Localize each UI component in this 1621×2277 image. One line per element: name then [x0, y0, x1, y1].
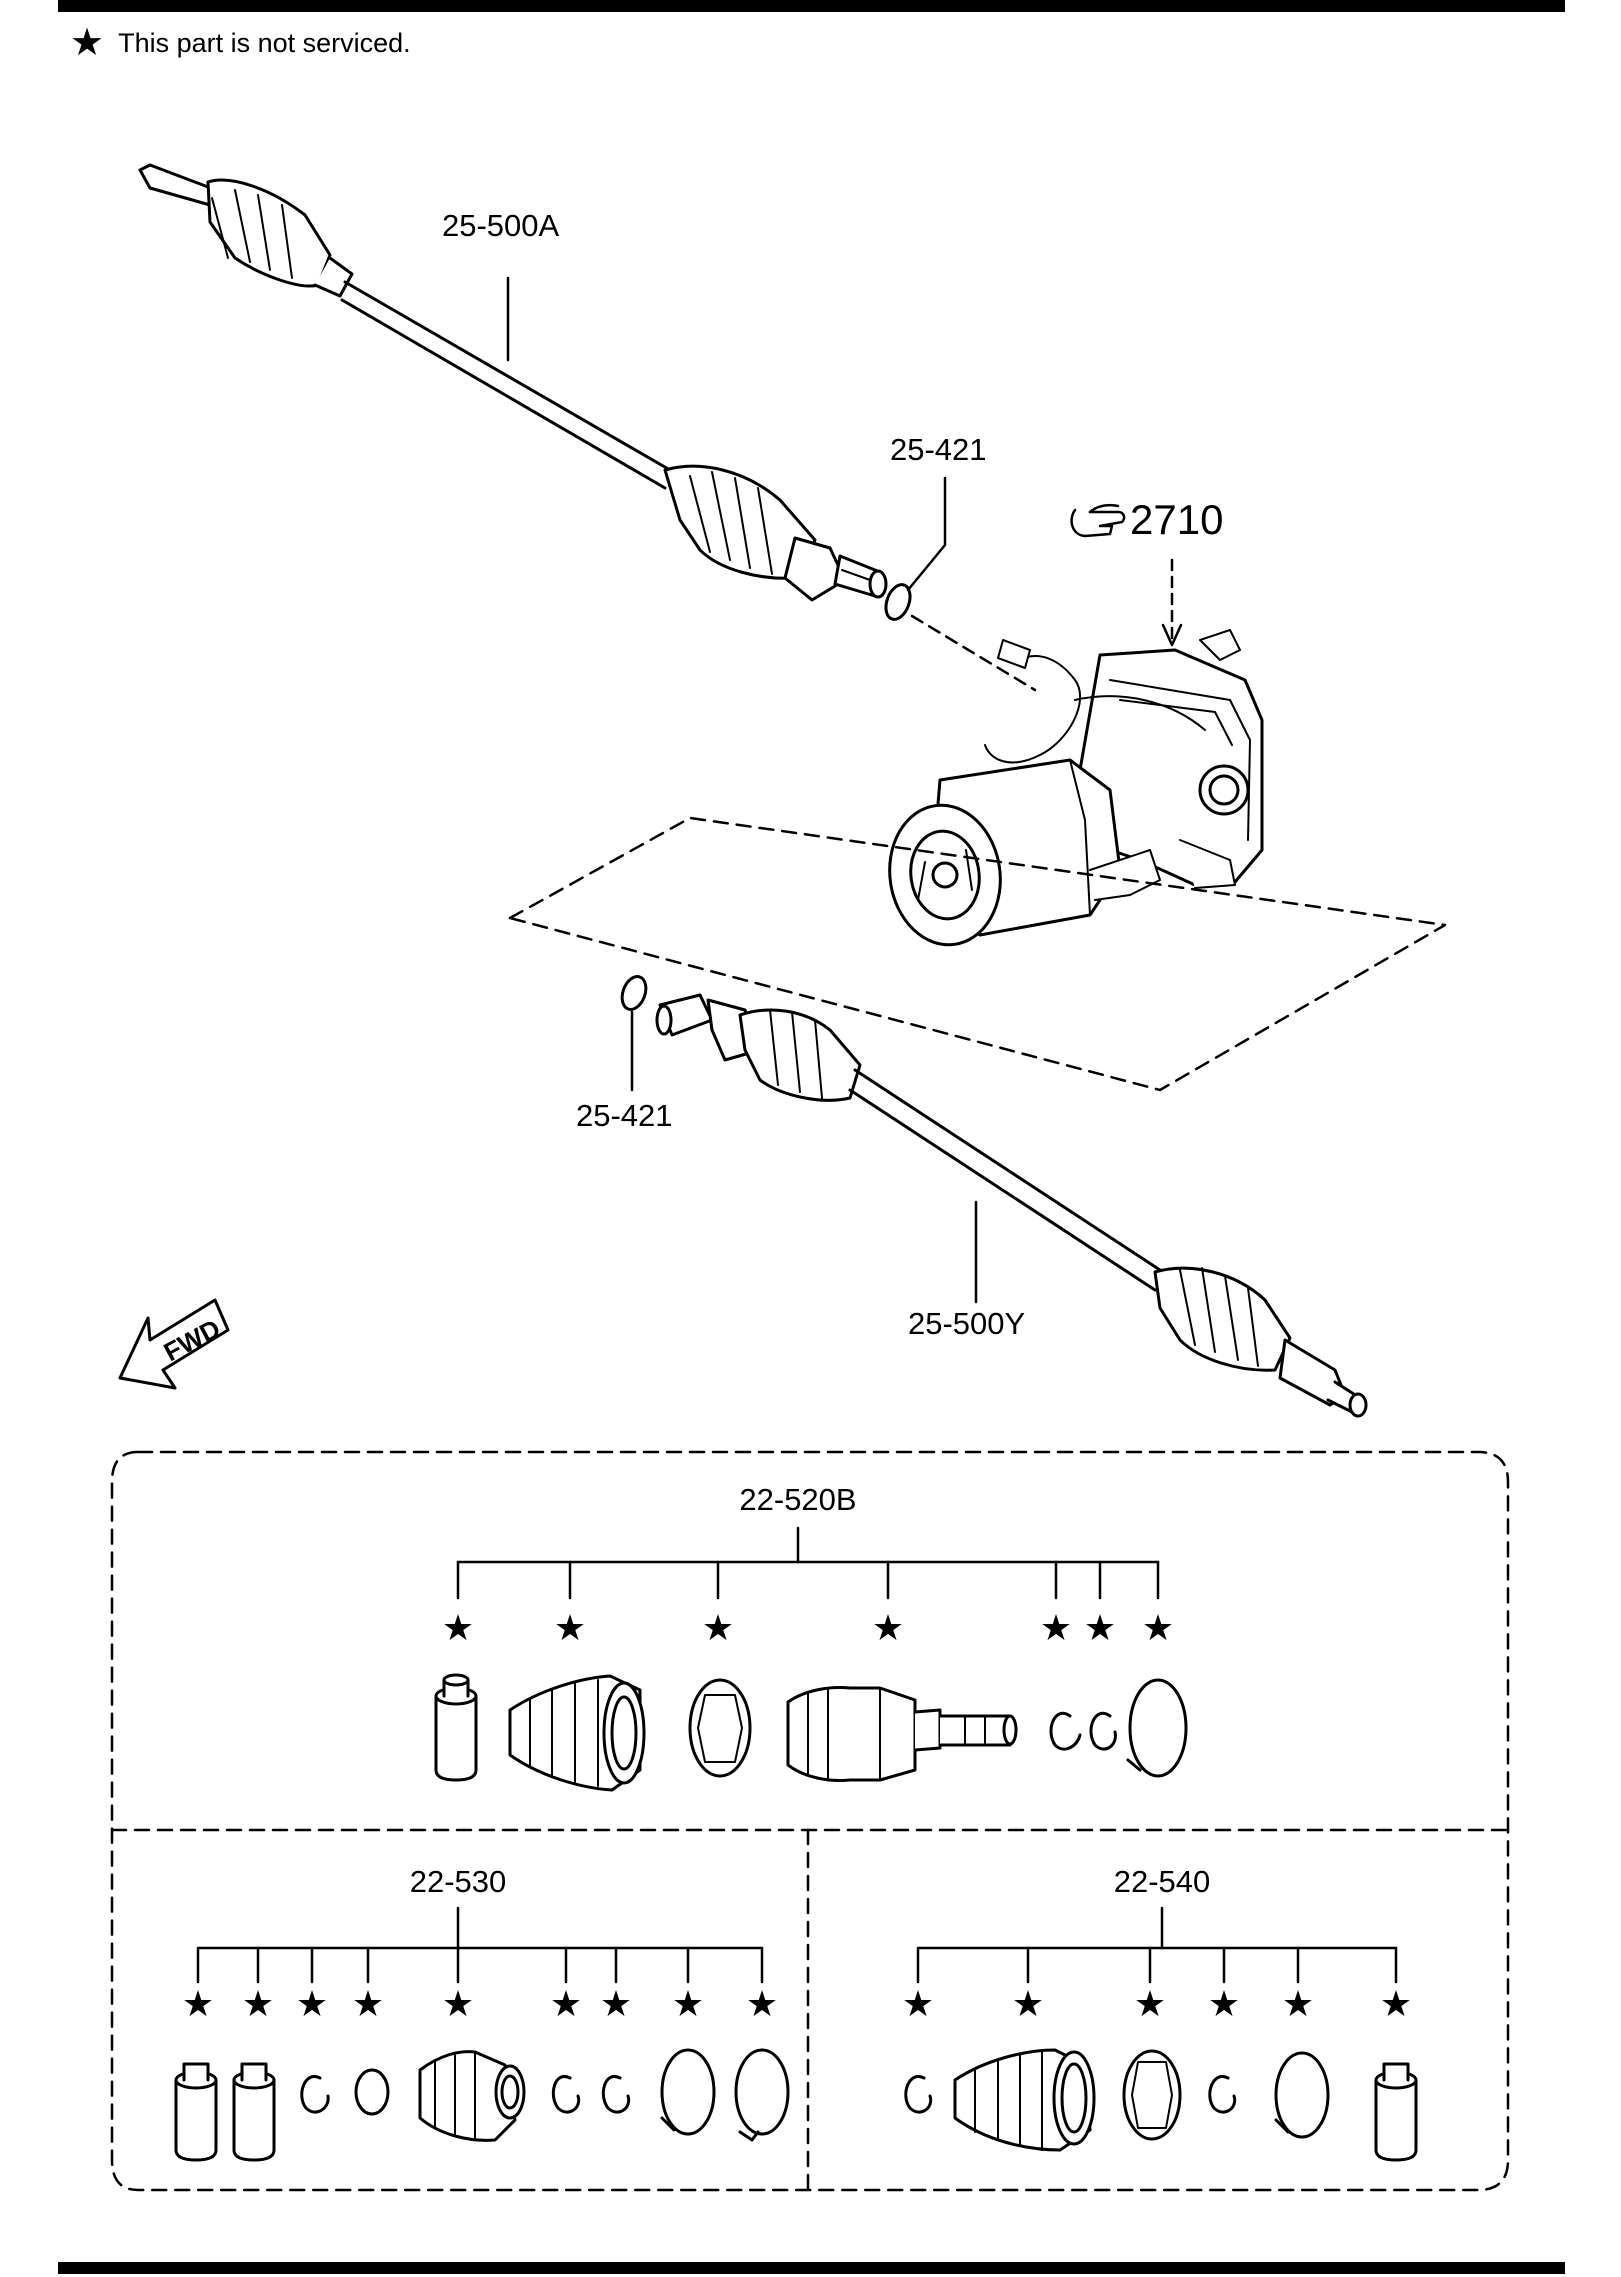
callout-25-500A: 25-500A	[442, 208, 560, 243]
kit-left-parts	[174, 2048, 790, 2162]
drive-shaft-upper	[138, 163, 888, 602]
not-serviced-star-icon: ★	[1083, 1607, 1117, 1648]
not-serviced-star-icon: ★	[599, 1983, 633, 2024]
not-serviced-star-icon: ★	[181, 1983, 215, 2024]
not-serviced-star-icon: ★	[295, 1983, 329, 2024]
kit-label-22-530: 22-530	[409, 1864, 507, 1899]
kit-right-parts	[904, 2048, 1418, 2162]
mounting-area-outline	[508, 816, 1447, 1092]
kit-label-22-540: 22-540	[1113, 1864, 1211, 1899]
kit-top-parts	[434, 1673, 1188, 1792]
not-serviced-star-icon: ★	[549, 1983, 583, 2024]
not-serviced-star-icon: ★	[553, 1607, 587, 1648]
not-serviced-star-icon: ★	[901, 1983, 935, 2024]
not-serviced-star-icon: ★	[241, 1983, 275, 2024]
rear-differential-assembly	[888, 629, 1264, 947]
callout-25-421-lower: 25-421	[576, 1098, 673, 1133]
legend: ★ This part is not serviced.	[70, 24, 411, 62]
snap-ring-upper	[884, 583, 912, 621]
not-serviced-star-icon: ★	[1141, 1607, 1175, 1648]
not-serviced-star-icon: ★	[351, 1983, 385, 2024]
snap-ring-lower	[620, 975, 648, 1011]
not-serviced-star-icon: ★	[1133, 1983, 1167, 2024]
not-serviced-star-icon: ★	[1039, 1607, 1073, 1648]
top-border-rule	[58, 0, 1565, 12]
legend-text: This part is not serviced.	[118, 27, 411, 58]
drive-shaft-lower	[655, 993, 1368, 1418]
not-serviced-star-icon: ★	[871, 1607, 905, 1648]
kit-right-bracket	[916, 1906, 1398, 1984]
not-serviced-star-icon: ★	[1011, 1983, 1045, 2024]
not-serviced-star-icon: ★	[441, 1983, 475, 2024]
bottom-border-rule	[58, 2262, 1565, 2274]
kit-label-22-520B: 22-520B	[739, 1482, 857, 1517]
not-serviced-star-icon: ★	[745, 1983, 779, 2024]
not-serviced-star-icon: ★	[701, 1607, 735, 1648]
not-serviced-star-icon: ★	[441, 1607, 475, 1648]
callout-25-421-upper: 25-421	[890, 432, 987, 467]
forward-direction-arrow	[118, 1298, 230, 1390]
not-serviced-star-icon: ★	[1207, 1983, 1241, 2024]
kit-left-bracket	[196, 1906, 764, 1984]
not-serviced-star-icon: ★	[1281, 1983, 1315, 2024]
not-serviced-star-icon: ★	[1379, 1983, 1413, 2024]
reference-hand-icon	[1070, 503, 1126, 538]
callout-25-500Y: 25-500Y	[908, 1306, 1026, 1341]
kit-top-bracket	[456, 1526, 1160, 1600]
not-serviced-star-icon: ★	[671, 1983, 705, 2024]
kit-panel-outline	[110, 1450, 1510, 2192]
callout-2710: 2710	[1130, 496, 1224, 543]
legend-star-icon: ★	[70, 22, 105, 64]
